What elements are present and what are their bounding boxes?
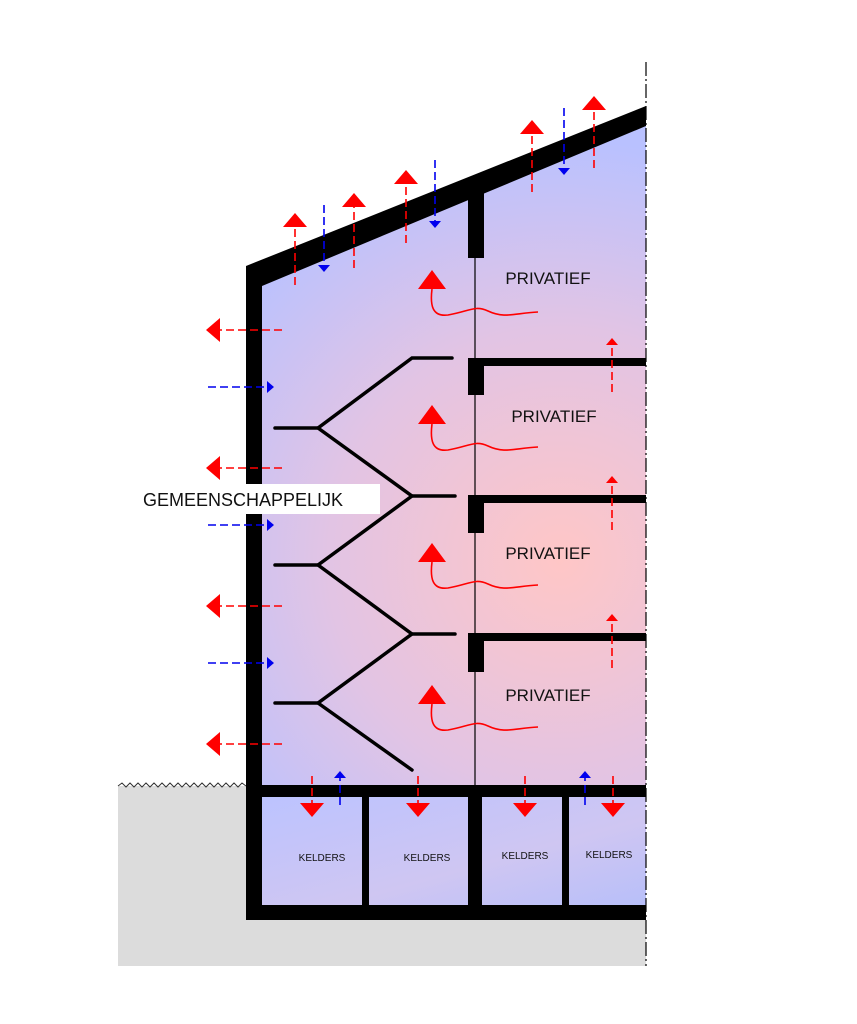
heat-loss-arrow-head-icon	[606, 476, 618, 483]
cellar-label: KELDERS	[299, 853, 346, 864]
air-intake-arrow-head-icon	[267, 381, 274, 393]
heat-loss-arrow-head-icon	[606, 338, 618, 345]
heat-loss-arrow-head-icon	[283, 213, 307, 227]
air-intake-arrow-head-icon	[429, 221, 441, 228]
ground-under-building	[246, 920, 646, 966]
heat-loss-arrow-head-icon	[300, 803, 324, 817]
floor-stub	[468, 495, 484, 533]
heat-loss-arrow-head-icon	[406, 803, 430, 817]
heat-loss-arrow-head-icon	[606, 614, 618, 621]
floor-slab	[468, 633, 646, 641]
floor-slab	[468, 358, 646, 366]
cellar-label: KELDERS	[586, 850, 633, 861]
air-intake-arrow-head-icon	[334, 771, 346, 778]
facade-wall	[246, 268, 262, 920]
cellar-floor-slab	[246, 905, 646, 920]
partition-wall-top	[468, 190, 484, 258]
private-label: PRIVATIEF	[511, 407, 596, 426]
floor-slab	[468, 495, 646, 503]
private-label: PRIVATIEF	[505, 544, 590, 563]
heated-volume	[262, 126, 646, 786]
air-intake-arrow-head-icon	[579, 771, 591, 778]
warm-air-wave	[430, 561, 539, 589]
heat-loss-arrow-head-icon	[206, 318, 220, 342]
air-intake-arrow-head-icon	[558, 168, 570, 175]
heat-loss-arrow-head-icon	[394, 170, 418, 184]
cellar-wall	[362, 797, 369, 905]
cellar-label: KELDERS	[502, 851, 549, 862]
heat-loss-arrow-head-icon	[601, 803, 625, 817]
warm-air-wave	[430, 703, 539, 731]
warm-air-arrow-icon	[418, 405, 446, 424]
private-label: PRIVATIEF	[505, 269, 590, 288]
heat-loss-arrow-head-icon	[206, 732, 220, 756]
ground-line	[117, 782, 247, 788]
floor-stub	[468, 358, 484, 395]
warm-air-arrow-icon	[418, 543, 446, 562]
heat-loss-arrow-head-icon	[520, 120, 544, 134]
common-label-bg	[140, 484, 380, 514]
private-label: PRIVATIEF	[505, 686, 590, 705]
cellar-wall	[468, 797, 482, 905]
heat-loss-arrow-head-icon	[206, 594, 220, 618]
heat-loss-arrow-head-icon	[582, 96, 606, 110]
structure	[246, 106, 646, 920]
heat-loss-arrow-head-icon	[513, 803, 537, 817]
roof	[246, 106, 646, 290]
heat-loss-arrow-head-icon	[342, 193, 366, 207]
cellar-volume	[262, 797, 646, 905]
heat-loss-arrow-head-icon	[206, 456, 220, 480]
air-intake-arrow-head-icon	[267, 519, 274, 531]
staircase	[273, 356, 457, 772]
air-intake-arrow-head-icon	[318, 265, 330, 272]
warm-air-arrow-icon	[418, 270, 446, 289]
floor-stub	[468, 633, 484, 672]
warm-air-arrow-icon	[418, 685, 446, 704]
ground-floor-slab	[246, 785, 646, 797]
warm-air-wave	[430, 288, 539, 316]
air-intake-arrow-head-icon	[267, 657, 274, 669]
ground	[118, 786, 246, 966]
warm-air-wave	[430, 423, 539, 451]
cellar-label: KELDERS	[404, 853, 451, 864]
cellar-wall	[562, 797, 569, 905]
common-label: GEMEENSCHAPPELIJK	[143, 490, 343, 510]
